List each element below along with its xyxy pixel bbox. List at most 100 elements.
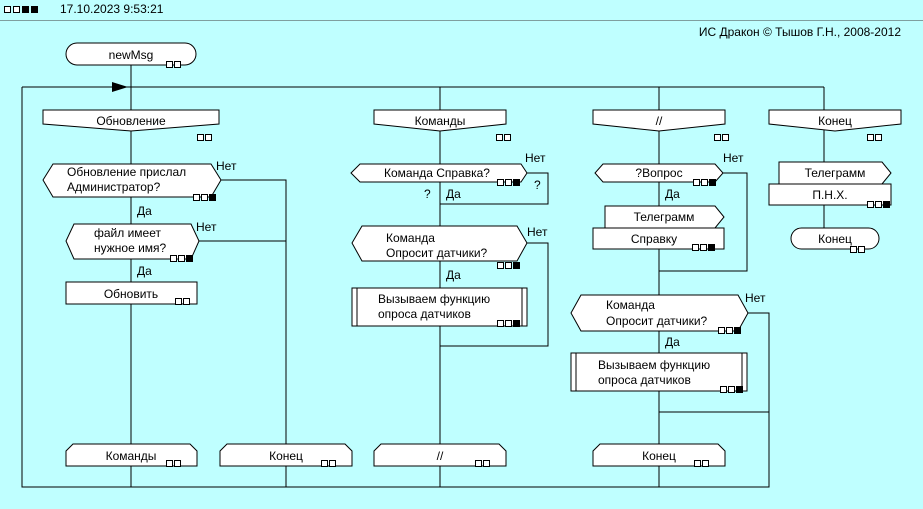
action-text: опроса датчиков: [598, 373, 691, 387]
question-sensors[interactable]: Команда Опросит датчики?: [351, 225, 528, 262]
question-text: Команда: [386, 231, 435, 245]
question-text: Команда: [606, 298, 655, 312]
no-label: Нет: [216, 159, 237, 173]
question-filename[interactable]: файл имеет нужное имя?: [65, 223, 200, 260]
handle-square-icon: [694, 460, 701, 467]
goto-text: Команды: [106, 449, 157, 463]
action-text: Вызываем функцию: [598, 358, 710, 372]
handle-square-filled-icon: [736, 386, 743, 393]
window-square-filled-icon[interactable]: [31, 6, 38, 13]
branch-konec[interactable]: Конец: [768, 109, 902, 132]
handle-square-icon: [726, 327, 733, 334]
question-text: Администратор?: [67, 180, 161, 194]
yes-label: Да: [446, 268, 461, 282]
handle-square-icon: [170, 255, 177, 262]
handle-square-icon: [504, 134, 511, 141]
handle-square-icon: [175, 298, 182, 305]
output-text: Телеграмм: [634, 210, 695, 224]
goto-text: Конец: [269, 449, 303, 463]
goto-slash[interactable]: //: [373, 443, 507, 467]
question-text: ?Вопрос: [635, 166, 682, 180]
handle-square-icon: [718, 327, 725, 334]
handle-square-icon: [700, 244, 707, 251]
handle-square-icon: [483, 460, 490, 467]
goto-text: Конец: [642, 449, 676, 463]
branch-label: Конец: [818, 114, 852, 128]
handle-square-filled-icon: [883, 201, 890, 208]
question-mark: ?: [424, 187, 431, 201]
handle-square-filled-icon: [209, 194, 216, 201]
yes-label: Да: [446, 187, 461, 201]
no-label: Нет: [196, 220, 217, 234]
question-text: нужное имя?: [94, 241, 167, 255]
handle-square-icon: [497, 320, 504, 327]
handle-square-icon: [693, 179, 700, 186]
handle-square-filled-icon: [708, 244, 715, 251]
handle-square-icon: [875, 201, 882, 208]
branch-label: Команды: [415, 114, 466, 128]
handle-square-icon: [205, 134, 212, 141]
loop-arrow-icon: [112, 82, 128, 92]
question-text: Обновление прислал: [67, 165, 186, 179]
handle-square-filled-icon: [734, 327, 741, 334]
branch-label: Обновление: [96, 114, 166, 128]
handle-square-icon: [178, 255, 185, 262]
question-text: Опросит датчики?: [386, 246, 488, 260]
output-text: Справку: [631, 232, 677, 246]
yes-label: Да: [665, 187, 680, 201]
yes-label: Да: [665, 335, 680, 349]
yes-label: Да: [137, 204, 152, 218]
handle-square-filled-icon: [186, 255, 193, 262]
branch-slash[interactable]: //: [592, 109, 726, 132]
goto-komandy[interactable]: Команды: [65, 443, 198, 467]
handle-square-icon: [496, 134, 503, 141]
action-call-sensors[interactable]: Вызываем функцию опроса датчиков: [351, 287, 528, 327]
handle-square-icon: [867, 134, 874, 141]
question-sensors-2[interactable]: Команда Опросит датчики?: [570, 294, 749, 332]
action-text: Вызываем функцию: [378, 292, 490, 306]
handle-square-icon: [505, 179, 512, 186]
handle-square-icon: [720, 386, 727, 393]
output-help-telegram[interactable]: Телеграмм Справку: [592, 205, 725, 250]
output-text: П.Н.Х.: [812, 188, 847, 202]
no-label: Нет: [525, 151, 546, 165]
goto-konec[interactable]: Конец: [219, 443, 353, 467]
connector-lines: [21, 62, 825, 488]
handle-square-icon: [166, 61, 173, 68]
goto-konec-2[interactable]: Конец: [592, 443, 726, 467]
output-pnh-telegram[interactable]: Телеграмм П.Н.Х.: [768, 161, 892, 206]
window-square-icon[interactable]: [4, 6, 11, 13]
no-label: Нет: [527, 225, 548, 239]
handle-square-filled-icon: [709, 179, 716, 186]
question-text: файл имеет: [94, 226, 161, 240]
handle-square-icon: [193, 194, 200, 201]
branch-komandy[interactable]: Команды: [373, 109, 507, 132]
handle-square-filled-icon: [513, 179, 520, 186]
handle-square-icon: [702, 460, 709, 467]
question-text: Команда Справка?: [384, 166, 490, 180]
title-text: newMsg: [109, 48, 154, 62]
title-bar: 17.10.2023 9:53:21: [0, 0, 923, 21]
question-text: Опросит датчики?: [606, 314, 708, 328]
question-help[interactable]: Команда Справка?: [350, 163, 528, 183]
handle-square-icon: [201, 194, 208, 201]
action-call-sensors-2[interactable]: Вызываем функцию опроса датчиков: [570, 352, 748, 392]
question-admin[interactable]: Обновление прислал Администратор?: [42, 163, 222, 198]
handle-square-icon: [867, 201, 874, 208]
window-square-icon[interactable]: [13, 6, 20, 13]
handle-square-icon: [701, 179, 708, 186]
handle-square-icon: [321, 460, 328, 467]
handle-square-icon: [692, 244, 699, 251]
handle-square-icon: [728, 386, 735, 393]
handle-square-icon: [166, 460, 173, 467]
action-update[interactable]: Обновить: [65, 281, 198, 305]
window-square-filled-icon[interactable]: [22, 6, 29, 13]
handle-square-icon: [475, 460, 482, 467]
handle-square-icon: [875, 134, 882, 141]
branch-label: //: [656, 114, 663, 128]
branch-obnovlenie[interactable]: Обновление: [42, 109, 220, 132]
end-terminator[interactable]: Конец: [790, 227, 880, 250]
handle-square-icon: [722, 134, 729, 141]
title-node[interactable]: newMsg: [65, 42, 197, 66]
